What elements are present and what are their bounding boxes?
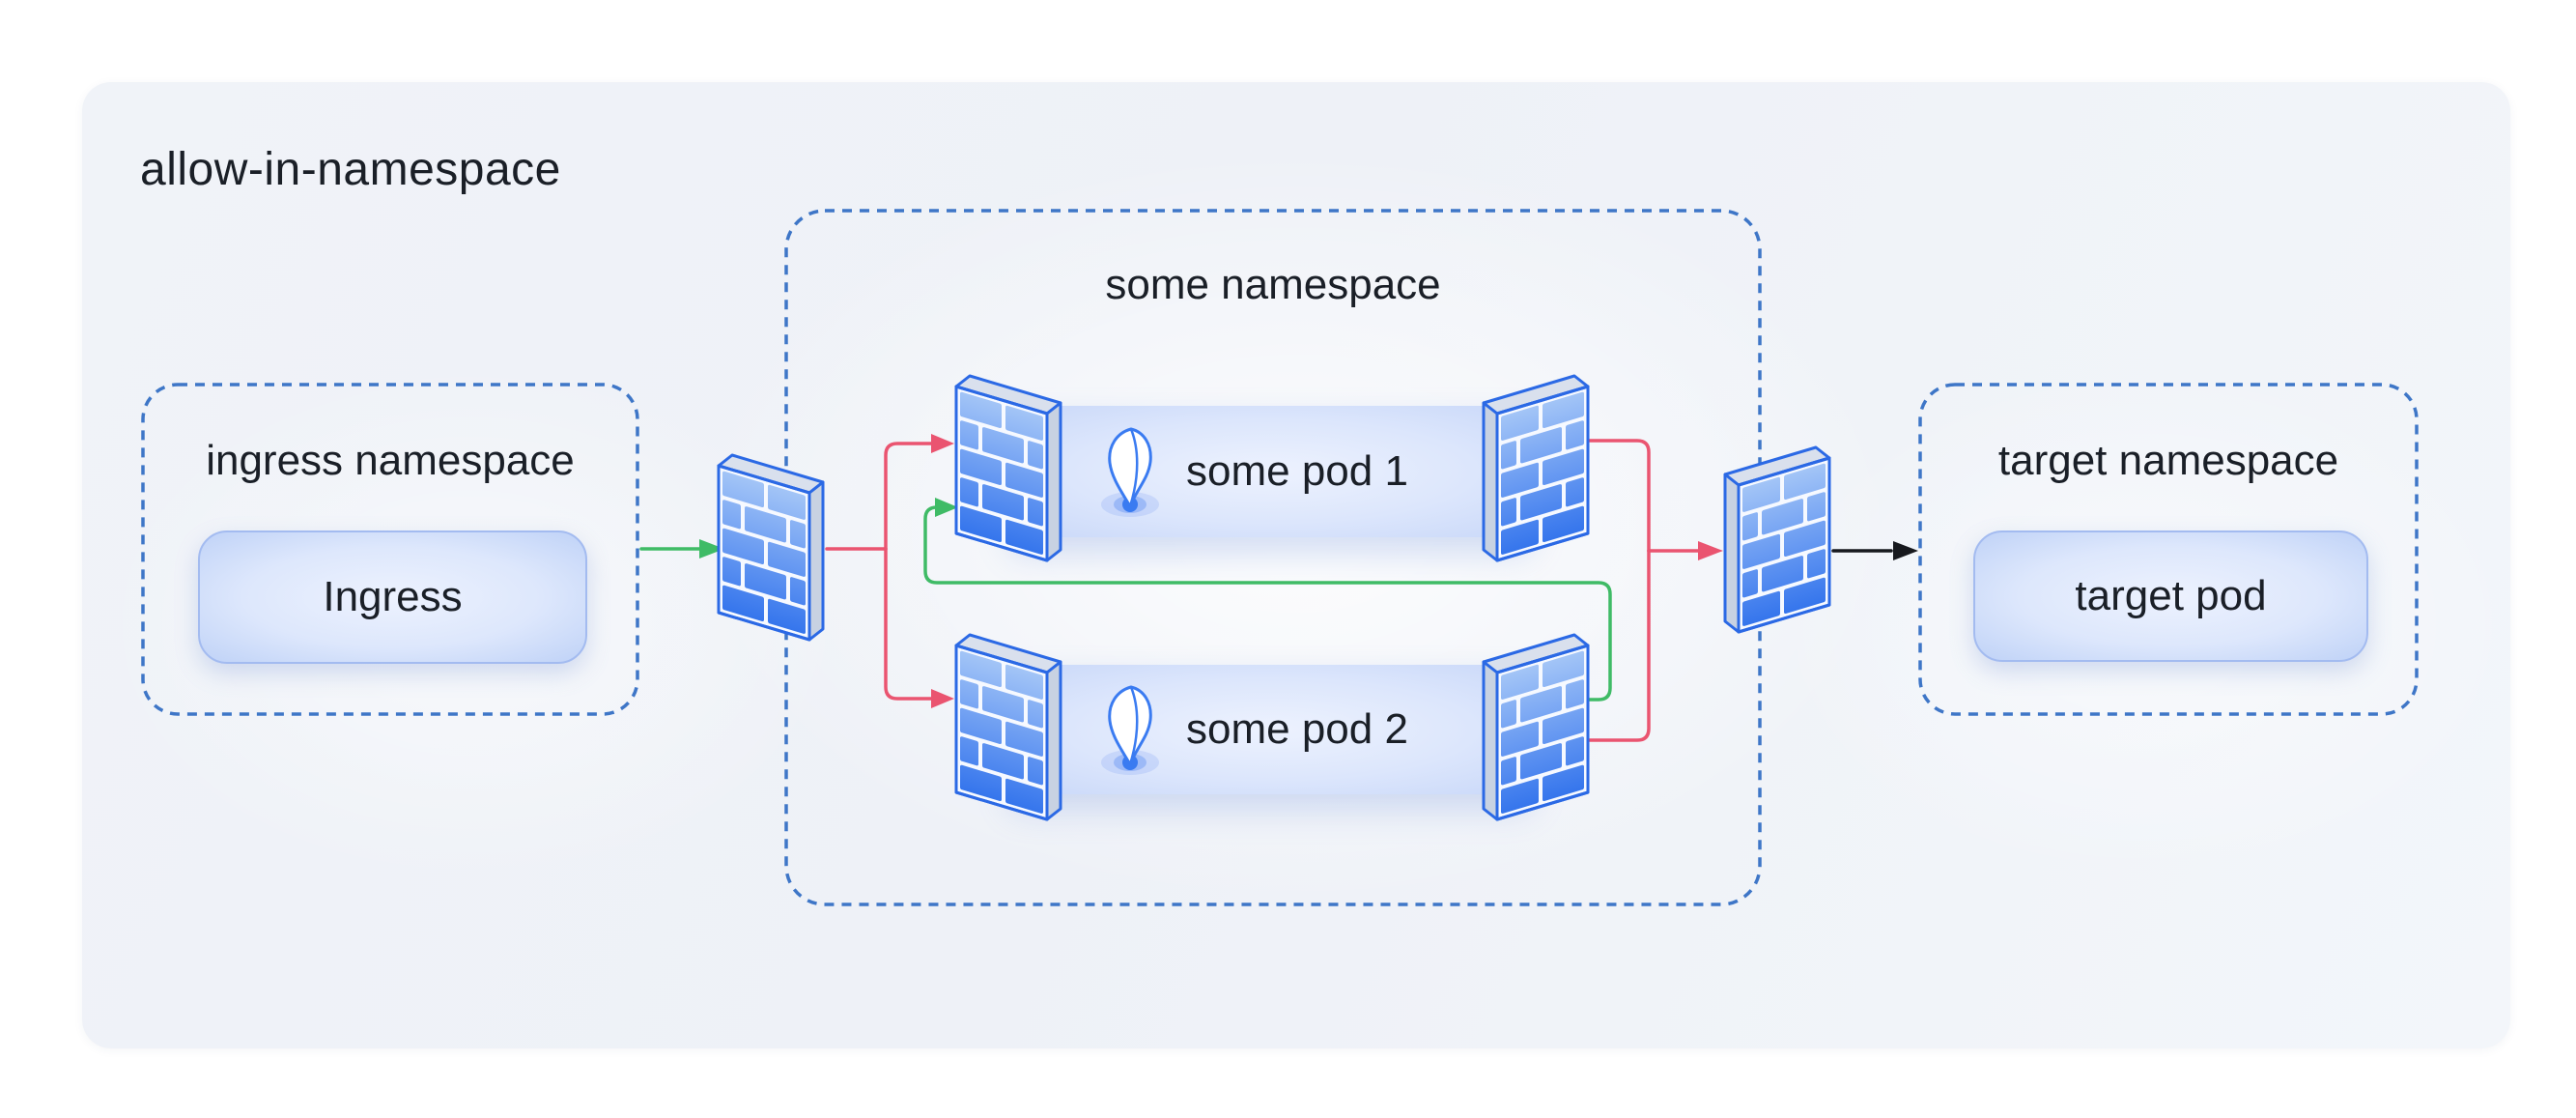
target-pod-label: target pod bbox=[2075, 572, 2267, 619]
some-pod-2-label: some pod 2 bbox=[1186, 705, 1408, 753]
some-pod-2: some pod 2 bbox=[1010, 665, 1532, 794]
ingress-pod-label: Ingress bbox=[323, 573, 463, 620]
some-pod-1: some pod 1 bbox=[1010, 406, 1532, 537]
ingress-pod: Ingress bbox=[198, 530, 587, 664]
ingress-namespace-label: ingress namespace bbox=[206, 437, 575, 484]
some-pod-1-label: some pod 1 bbox=[1186, 447, 1408, 495]
target-namespace-label: target namespace bbox=[1997, 437, 2339, 484]
target-pod: target pod bbox=[1973, 530, 2368, 662]
policy-title: allow-in-namespace bbox=[140, 144, 561, 195]
balloon-drop-icon bbox=[1101, 427, 1159, 517]
some-namespace-label: some namespace bbox=[1105, 261, 1441, 308]
balloon-drop-icon bbox=[1101, 685, 1159, 775]
